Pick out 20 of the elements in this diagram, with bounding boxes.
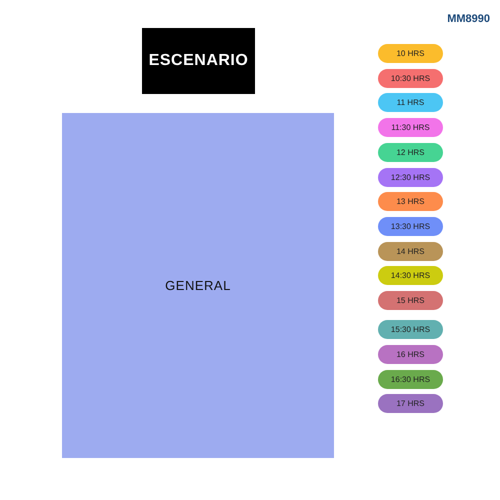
legend-label: 12 HRS bbox=[396, 148, 424, 157]
area-label: ESCENARIO bbox=[148, 52, 248, 70]
legend-label: 17 HRS bbox=[396, 399, 424, 408]
legend-label: 12:30 HRS bbox=[390, 173, 430, 182]
legend-label: 15 HRS bbox=[396, 296, 424, 305]
map-code: MM8990 bbox=[447, 13, 490, 25]
stage-area bbox=[142, 28, 255, 94]
legend-label: 10 HRS bbox=[396, 49, 424, 58]
legend-label: 11:30 HRS bbox=[391, 123, 430, 132]
legend-label: 13 HRS bbox=[396, 197, 424, 206]
legend-label: 16:30 HRS bbox=[390, 375, 430, 384]
area-label: GENERAL bbox=[165, 278, 231, 293]
legend-label: 14 HRS bbox=[396, 247, 424, 256]
legend-label: 14:30 HRS bbox=[390, 271, 430, 280]
legend-label: 13:30 HRS bbox=[390, 222, 430, 231]
legend-label: 10:30 HRS bbox=[390, 74, 430, 83]
legend-label: 16 HRS bbox=[396, 350, 424, 359]
legend-label: 15:30 HRS bbox=[390, 325, 430, 334]
legend-label: 11 HRS bbox=[396, 98, 424, 107]
general-admission-area bbox=[62, 113, 334, 458]
